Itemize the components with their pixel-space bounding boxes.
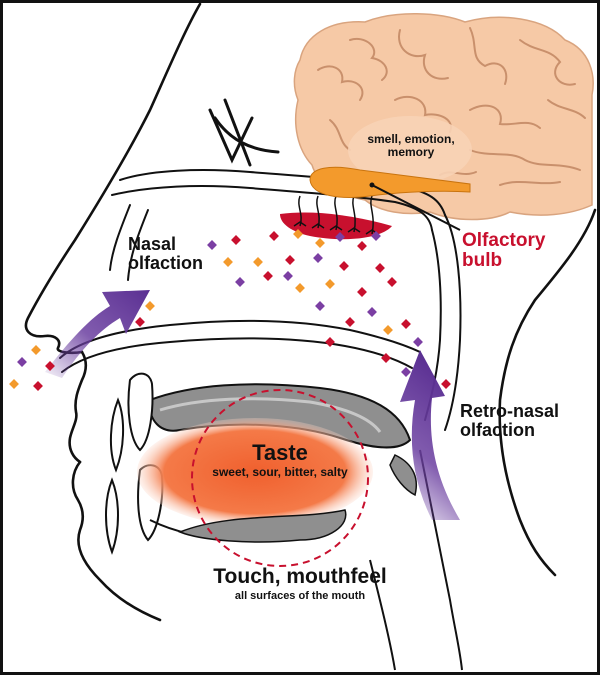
odorant-particle [375,263,385,273]
odorant-particles [9,229,451,391]
odorant-particle [269,231,279,241]
odorant-particle [335,232,345,242]
odorant-particle [345,317,355,327]
eye [208,98,280,167]
taste-region-circle [191,389,369,567]
odorant-particle [381,353,391,363]
oral-cavity [148,383,417,497]
odorant-particle [325,337,335,347]
odorant-particle [293,229,303,239]
tongue [137,418,373,543]
odorant-particle [145,301,155,311]
brain-note: smell, emotion, memory [367,132,455,159]
odorant-particle [253,257,263,267]
bulb-pointer-dot [369,182,375,188]
odorant-particle [383,325,393,335]
odorant-particle [231,235,241,245]
odorant-particle [413,337,423,347]
olfactory-nerves [293,195,379,235]
odorant-particle [263,271,273,281]
odorant-particle [441,379,451,389]
touch-mouthfeel-title: Touch, mouthfeel [213,565,387,588]
nasal-olfaction-arrow [45,290,150,378]
odorant-particle [339,261,349,271]
odorant-particle [357,241,367,251]
touch-mouthfeel-subtitle: all surfaces of the mouth [234,590,366,602]
taste-subtitle: sweet, sour, bitter, salty [212,465,348,479]
odorant-particle [371,231,381,241]
odorant-particle [401,319,411,329]
odorant-particle [401,367,411,377]
olfactory-bulb-label: Olfactory bulb [462,230,546,271]
odorant-particle [315,238,325,248]
odorant-particle [207,240,217,250]
odorant-particle [325,279,335,289]
nasal-passage [59,169,462,431]
odorant-particle [367,307,377,317]
retro-nasal-olfaction-label: Retro-nasal olfaction [460,401,560,440]
nasal-olfaction-label: Nasal olfaction [128,234,203,273]
odorant-particle [315,301,325,311]
odorant-particle [357,287,367,297]
bulb-pointer-line [371,184,461,231]
odorant-particle [283,271,293,281]
odorant-particle [313,253,323,263]
odorant-particle [235,277,245,287]
odorant-particle [295,283,305,293]
odorant-particle [223,257,233,267]
odorant-particle [135,317,145,327]
brain [293,13,594,221]
retro-nasal-arrow [400,350,460,520]
odorant-particle [387,277,397,287]
head-outline [24,2,597,622]
olfactory-bulb [309,166,471,198]
odorant-particle [285,255,295,265]
taste-title: Taste [252,440,308,465]
